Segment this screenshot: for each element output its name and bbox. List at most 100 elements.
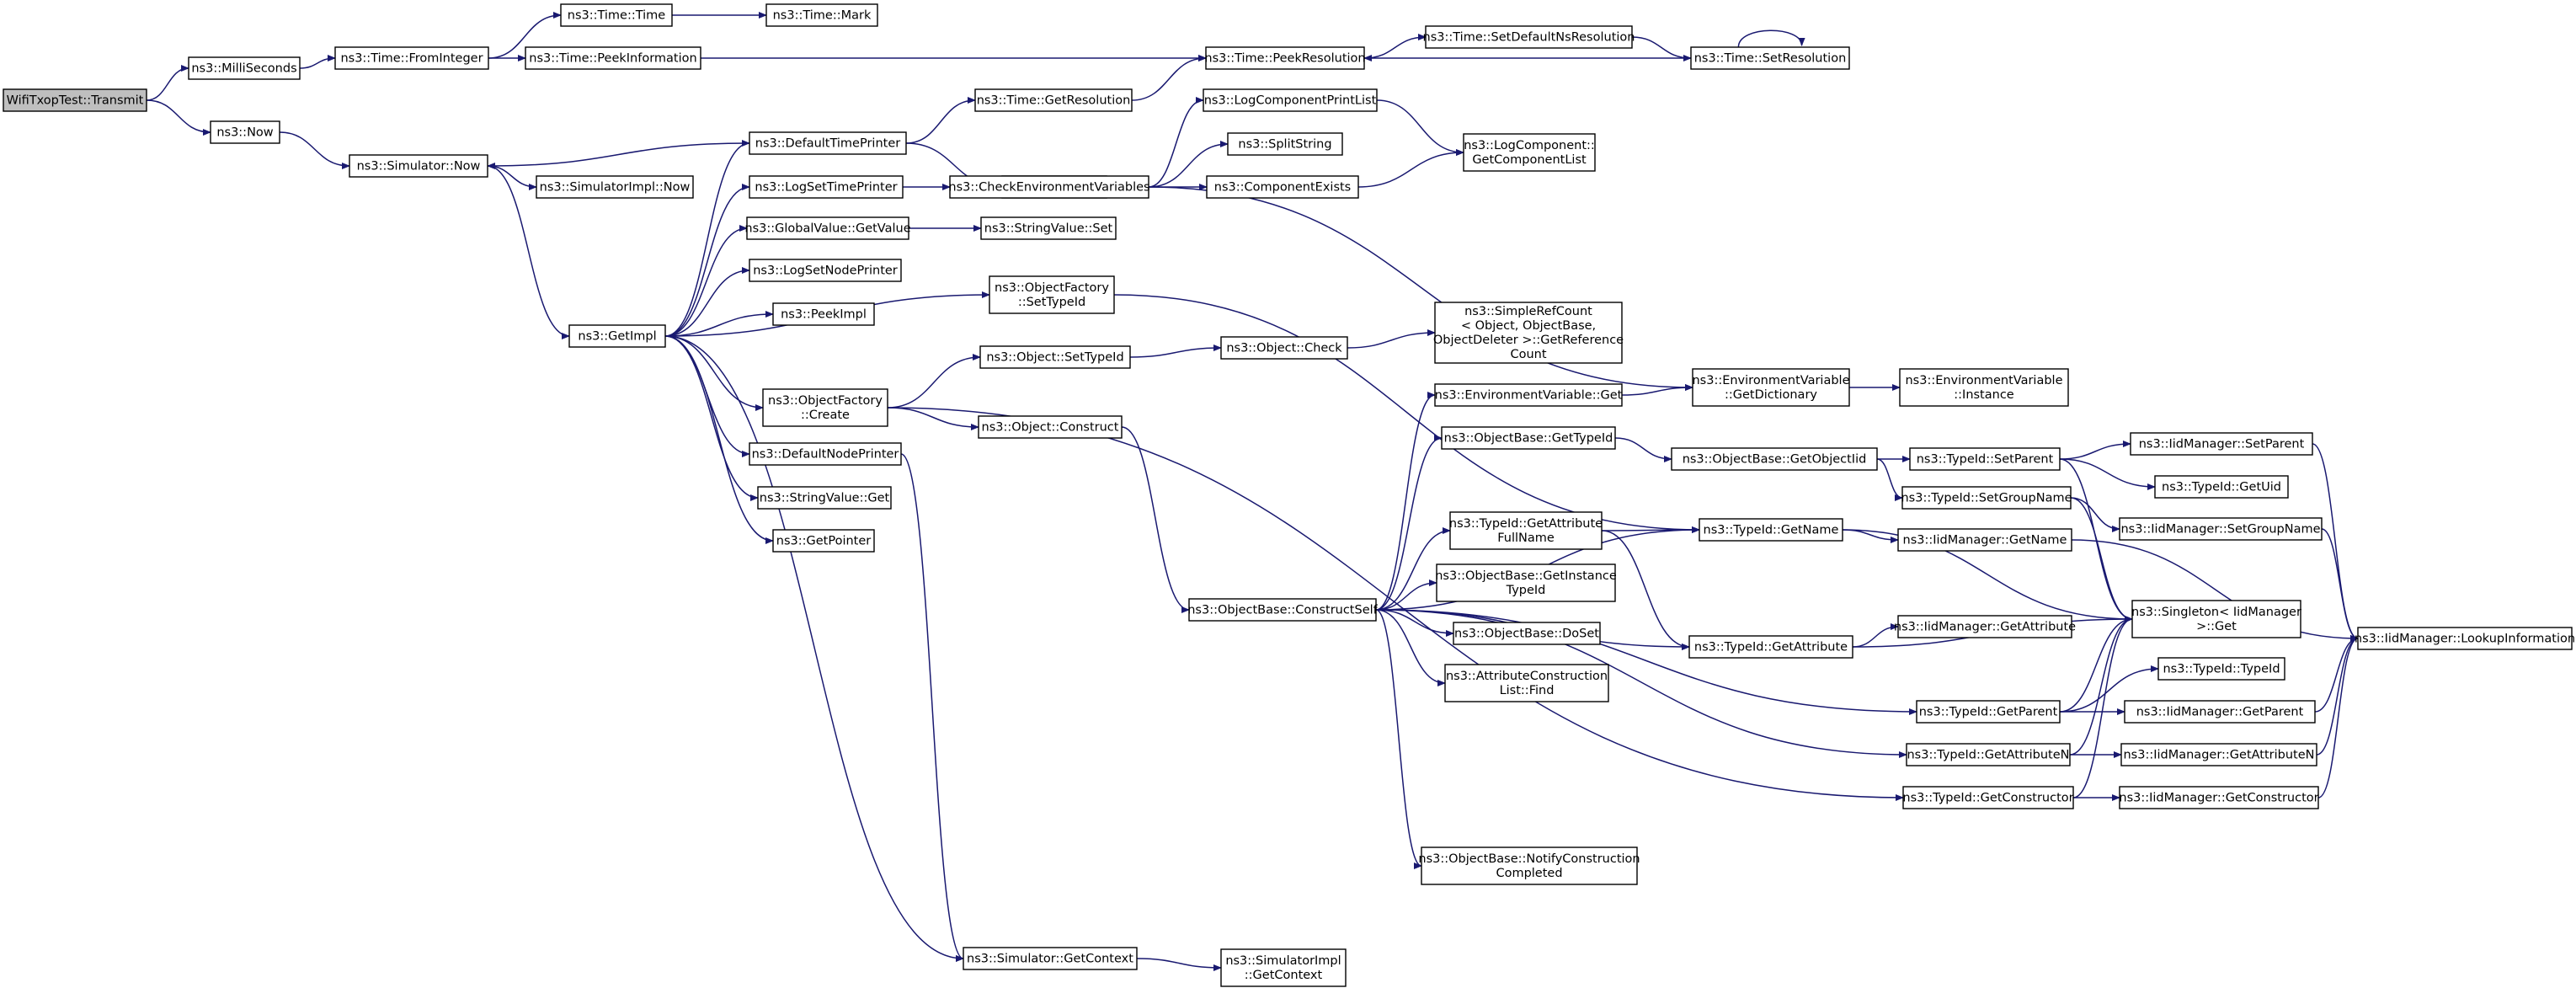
- node-compexists[interactable]: ns3::ComponentExists: [1206, 175, 1359, 199]
- call-edge-getimpl-to-getpointer: [664, 335, 774, 544]
- node-obgetobjectiid[interactable]: ns3::ObjectBase::GetObjectIid: [1671, 447, 1878, 471]
- call-edge-logcompprint-to-getcomplist: [1376, 99, 1464, 156]
- node-iidgetattrn[interactable]: ns3::IidManager::GetAttributeN: [2120, 743, 2317, 766]
- node-lookupinfo[interactable]: ns3::IidManager::LookupInformation: [2355, 627, 2575, 650]
- node-envgetdict[interactable]: ns3::EnvironmentVariable::GetDictionary: [1692, 368, 1850, 407]
- node-label: ns3::Object::Check: [1226, 342, 1342, 355]
- node-tidgetattr[interactable]: ns3::TypeId::GetAttribute: [1688, 635, 1853, 659]
- call-edge-tidgetname-to-singletonget: [1842, 529, 2133, 622]
- node-label: ns3::Object::SetTypeId: [986, 351, 1123, 365]
- node-simnow[interactable]: ns3::Simulator::Now: [349, 154, 488, 178]
- node-simimplnow[interactable]: ns3::SimulatorImpl::Now: [536, 175, 694, 199]
- call-edge-simnow-to-simimplnow: [487, 165, 537, 190]
- node-box: [349, 154, 488, 178]
- node-deftimeprinter[interactable]: ns3::DefaultTimePrinter: [749, 131, 907, 155]
- node-getimpl[interactable]: ns3::GetImpl: [568, 324, 666, 348]
- node-tidgetuid[interactable]: ns3::TypeId::GetUid: [2154, 475, 2289, 499]
- node-box: [1449, 511, 1603, 550]
- node-envinstance[interactable]: ns3::EnvironmentVariable::Instance: [1899, 368, 2069, 407]
- node-simgetcontext[interactable]: ns3::Simulator::GetContext: [963, 947, 1138, 970]
- node-tidgetattrn[interactable]: ns3::TypeId::GetAttributeN: [1906, 743, 2071, 766]
- node-iidsetgroup[interactable]: ns3::IidManager::SetGroupName: [2119, 517, 2323, 541]
- node-label: ns3::TypeId::TypeId: [2163, 663, 2280, 676]
- node-checkenv[interactable]: ns3::CheckEnvironmentVariables: [948, 175, 1150, 199]
- node-timemark[interactable]: ns3::Time::Mark: [765, 3, 878, 27]
- call-edge-fromint-to-timetime: [488, 12, 562, 59]
- call-edge-obconstructself-to-tidgetparent: [1375, 609, 1917, 715]
- call-edge-objconstruct-to-obconstructself: [1121, 426, 1190, 613]
- node-box: [1901, 486, 2072, 510]
- node-objcheck[interactable]: ns3::Object::Check: [1220, 336, 1348, 360]
- call-edge-simnow-to-getimpl: [487, 165, 570, 339]
- node-box: [2130, 432, 2313, 456]
- node-label: ns3::ObjectBase::DoSet: [1454, 628, 1599, 641]
- node-label: ns3::IidManager::GetName: [1903, 534, 2067, 547]
- node-iidgetctor[interactable]: ns3::IidManager::GetConstructor: [2119, 786, 2319, 809]
- node-millis[interactable]: ns3::MilliSeconds: [188, 56, 301, 80]
- node-fromint[interactable]: ns3::Time::FromInteger: [334, 46, 489, 70]
- node-logcompprint[interactable]: ns3::LogComponentPrintList: [1203, 88, 1378, 112]
- node-tidgetctor[interactable]: ns3::TypeId::GetConstructor: [1902, 786, 2074, 809]
- node-peekimpl[interactable]: ns3::PeekImpl: [772, 302, 875, 326]
- node-ofcreate[interactable]: ns3::ObjectFactory::Create: [762, 388, 888, 427]
- node-obdoset[interactable]: ns3::ObjectBase::DoSet: [1453, 622, 1601, 645]
- node-simplerefcount[interactable]: ns3::SimpleRefCount< Object, ObjectBase,…: [1433, 302, 1624, 364]
- node-splitstring[interactable]: ns3::SplitString: [1227, 132, 1343, 156]
- node-iidgetparent[interactable]: ns3::IidManager::GetParent: [2124, 700, 2316, 724]
- node-objconstruct[interactable]: ns3::Object::Construct: [978, 415, 1123, 439]
- node-obconstructself[interactable]: ns3::ObjectBase::ConstructSelf: [1187, 598, 1379, 622]
- node-box: [560, 3, 673, 27]
- node-tidgetname[interactable]: ns3::TypeId::GetName: [1699, 518, 1843, 542]
- node-simimplgetcontext[interactable]: ns3::SimulatorImpl::GetContext: [1220, 948, 1347, 987]
- node-getresolution[interactable]: ns3::Time::GetResolution: [974, 88, 1133, 112]
- node-box: [749, 442, 902, 466]
- node-label: ns3::Time::GetResolution: [977, 94, 1131, 108]
- node-defnodeprinter[interactable]: ns3::DefaultNodePrinter: [749, 442, 902, 466]
- node-box: [1421, 846, 1638, 885]
- node-objsettypeid[interactable]: ns3::Object::SetTypeId: [979, 345, 1131, 369]
- node-svset[interactable]: ns3::StringValue::Set: [980, 216, 1117, 240]
- node-label: ns3::StringValue::Set: [984, 222, 1113, 236]
- node-iidgetattr[interactable]: ns3::IidManager::GetAttribute: [1894, 615, 2076, 638]
- node-label: ns3::Simulator::GetContext: [967, 953, 1133, 966]
- node-setres[interactable]: ns3::Time::SetResolution: [1690, 46, 1850, 70]
- node-tidsetparent[interactable]: ns3::TypeId::SetParent: [1909, 447, 2061, 471]
- node-tidtypeid[interactable]: ns3::TypeId::TypeId: [2157, 657, 2285, 681]
- node-root[interactable]: WifiTxopTest::Transmit: [3, 88, 147, 112]
- node-label: ns3::IidManager::GetAttributeN: [2123, 749, 2314, 762]
- node-label: ns3::TypeId::GetName: [1704, 524, 1839, 537]
- node-timetime[interactable]: ns3::Time::Time: [560, 3, 673, 27]
- node-logsetnode[interactable]: ns3::LogSetNodePrinter: [749, 259, 902, 282]
- node-tidsetgroup[interactable]: ns3::TypeId::SetGroupName: [1901, 486, 2072, 510]
- call-edge-iidsetparent-to-lookupinfo: [2312, 443, 2359, 642]
- node-ofsettypeid[interactable]: ns3::ObjectFactory::SetTypeId: [989, 275, 1115, 314]
- node-logsettime[interactable]: ns3::LogSetTimePrinter: [749, 175, 904, 199]
- call-edge-setres-to-setres: [1737, 29, 1805, 48]
- call-edge-defnodeprinter-to-simgetcontext: [900, 453, 964, 962]
- node-peekinfo[interactable]: ns3::Time::PeekInformation: [525, 46, 701, 70]
- node-gvgetvalue[interactable]: ns3::GlobalValue::GetValue: [744, 216, 911, 240]
- node-singletonget[interactable]: ns3::Singleton< IidManager >::Get: [2131, 600, 2301, 638]
- call-edge-objcheck-to-simplerefcount: [1347, 329, 1436, 349]
- node-getcomplist[interactable]: ns3::LogComponent::GetComponentList: [1463, 133, 1596, 172]
- node-label: ns3::SimpleRefCount: [1464, 305, 1592, 318]
- node-svget[interactable]: ns3::StringValue::Get: [757, 486, 892, 510]
- call-edge-obconstructself-to-obnotify: [1375, 609, 1422, 869]
- node-getpointer[interactable]: ns3::GetPointer: [772, 529, 875, 553]
- node-tidgetparent[interactable]: ns3::TypeId::GetParent: [1916, 700, 2061, 724]
- node-envget[interactable]: ns3::EnvironmentVariable::Get: [1434, 383, 1623, 407]
- node-iidgetname[interactable]: ns3::IidManager::GetName: [1897, 528, 2072, 552]
- node-box: [2154, 475, 2289, 499]
- node-peekres[interactable]: ns3::Time::PeekResolution: [1204, 46, 1366, 70]
- node-now[interactable]: ns3::Now: [210, 120, 280, 144]
- node-box: [1671, 447, 1878, 471]
- node-label: ns3::Simulator::Now: [357, 160, 481, 174]
- node-setdefns[interactable]: ns3::Time::SetDefaultNsResolution: [1423, 25, 1635, 49]
- node-obgettypeid[interactable]: ns3::ObjectBase::GetTypeId: [1441, 426, 1616, 450]
- node-box: [757, 486, 892, 510]
- node-iidsetparent[interactable]: ns3::IidManager::SetParent: [2130, 432, 2313, 456]
- node-obnotify[interactable]: ns3::ObjectBase::NotifyConstructionCompl…: [1418, 846, 1640, 885]
